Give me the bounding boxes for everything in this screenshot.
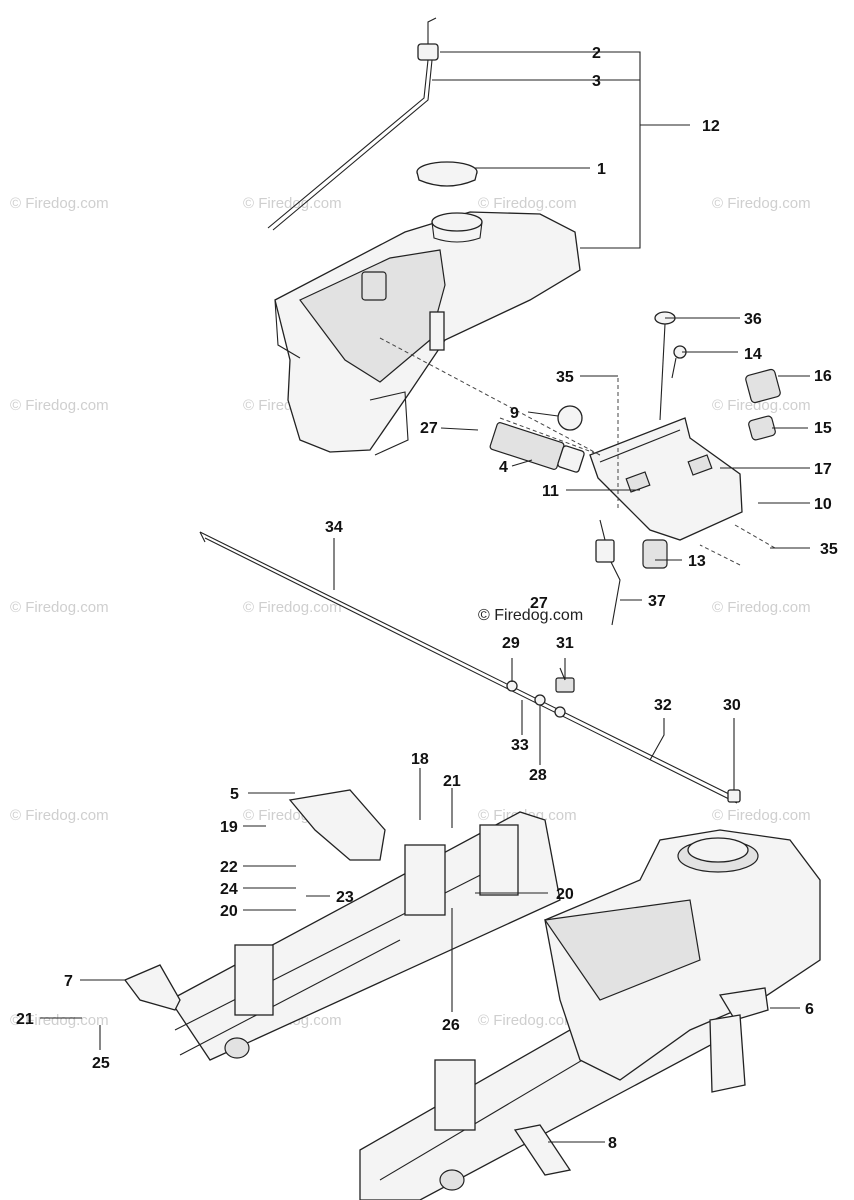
watermark-center: © Firedog.com [478, 607, 583, 624]
watermark: © Firedog.com [10, 807, 109, 824]
callout-7: 7 [64, 973, 73, 990]
callout-14: 14 [744, 346, 762, 363]
callout-21: 21 [16, 1011, 34, 1028]
callout-10: 10 [814, 496, 832, 513]
callout-15: 15 [814, 420, 832, 437]
frame-lower [123, 789, 821, 1200]
callout-numbers: 2 3 12 1 36 14 35 16 9 27 15 4 17 11 10 … [16, 45, 838, 1152]
watermark: © Firedog.com [243, 195, 342, 212]
callout-2: 2 [592, 45, 601, 62]
callout-28: 28 [529, 767, 547, 784]
callout-13: 13 [688, 553, 706, 570]
callout-1: 1 [597, 161, 606, 178]
callout-35: 35 [820, 541, 838, 558]
callout-19: 19 [220, 819, 238, 836]
callout-4: 4 [499, 459, 508, 476]
callout-11: 11 [542, 483, 559, 500]
callout-22: 22 [220, 859, 238, 876]
watermark: © Firedog.com [10, 1012, 109, 1029]
rod-assembly [199, 531, 741, 804]
callout-26: 26 [442, 1017, 460, 1034]
watermark: © Firedog.com [478, 1012, 577, 1029]
callout-17: 17 [814, 461, 832, 478]
watermark: © Firedog.com [10, 397, 109, 414]
callout-21: 21 [443, 773, 461, 790]
callout-6: 6 [805, 1001, 814, 1018]
callout-34: 34 [325, 519, 343, 536]
callout-33: 33 [511, 737, 529, 754]
callout-20: 20 [556, 886, 574, 903]
watermark: © Firedog.com [10, 195, 109, 212]
callout-24: 24 [220, 881, 238, 898]
callout-23: 23 [336, 889, 354, 906]
callout-30: 30 [723, 697, 741, 714]
callout-18: 18 [411, 751, 429, 768]
watermark: © Firedog.com [712, 195, 811, 212]
watermark: © Firedog.com [10, 599, 109, 616]
callout-35: 35 [556, 369, 574, 386]
callout-27: 27 [530, 595, 548, 612]
watermarks: © Firedog.com © Firedog.com © Firedog.co… [10, 195, 811, 1029]
callout-9: 9 [510, 405, 519, 422]
callout-31: 31 [556, 635, 574, 652]
callout-29: 29 [502, 635, 520, 652]
watermark: © Firedog.com [478, 195, 577, 212]
watermark: © Firedog.com [712, 807, 811, 824]
callout-37: 37 [648, 593, 666, 610]
callout-36: 36 [744, 311, 762, 328]
callout-16: 16 [814, 368, 832, 385]
callout-32: 32 [654, 697, 672, 714]
leader-lines [40, 51, 810, 1143]
watermark: © Firedog.com [712, 397, 811, 414]
control-panel [379, 311, 781, 626]
callout-12: 12 [702, 118, 720, 135]
watermark: © Firedog.com [712, 599, 811, 616]
callout-3: 3 [592, 73, 601, 90]
callout-27: 27 [420, 420, 438, 437]
watermark: © Firedog.com [243, 599, 342, 616]
callout-5: 5 [230, 786, 239, 803]
callout-25: 25 [92, 1055, 110, 1072]
callout-20: 20 [220, 903, 238, 920]
fuel-tank-upper [267, 17, 581, 456]
callout-8: 8 [608, 1135, 617, 1152]
